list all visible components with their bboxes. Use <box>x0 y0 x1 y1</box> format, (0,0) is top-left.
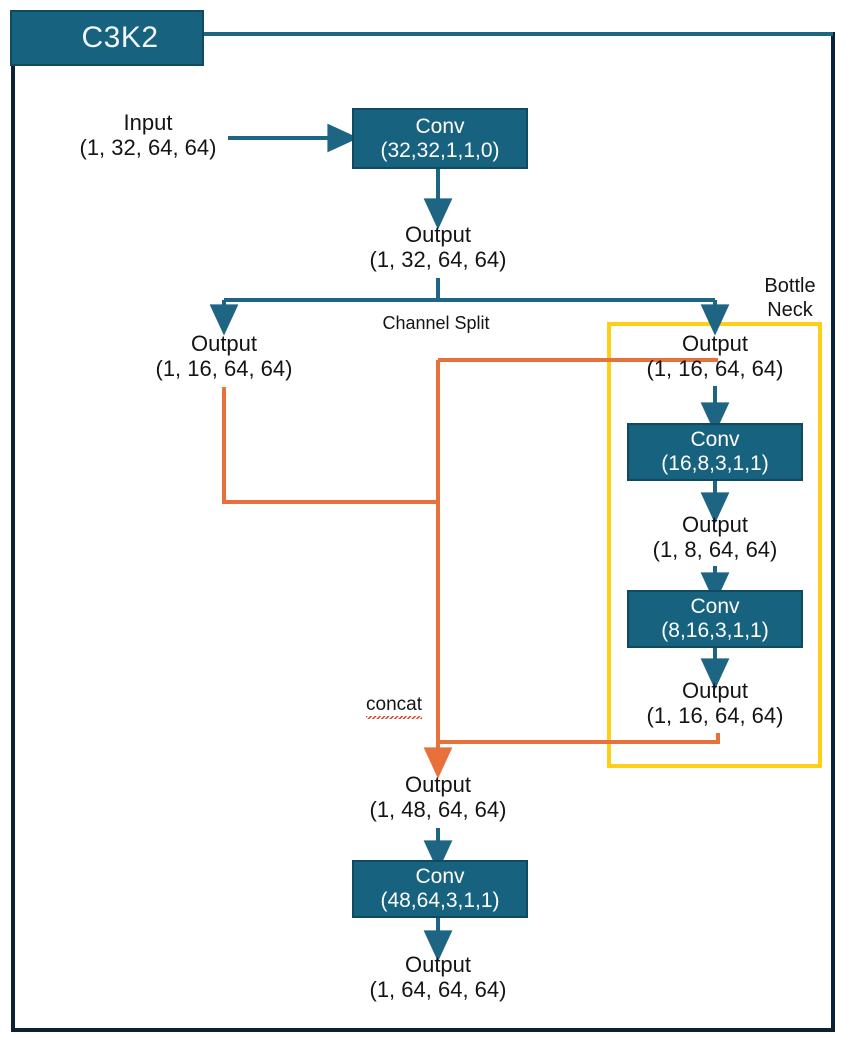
label-channel-split: Channel Split <box>382 313 490 333</box>
node-output-stem-shape: (1, 32, 64, 64) <box>369 247 507 273</box>
node-output-split-right-shape: (1, 16, 64, 64) <box>646 356 784 382</box>
label-bottleneck-line1: Bottle <box>764 275 816 297</box>
node-output-bottleneck-mid: Output (1, 8, 64, 64) <box>625 512 805 563</box>
node-conv-stem-params: (32,32,1,1,0) <box>380 138 500 162</box>
node-conv-stem-name: Conv <box>415 114 465 138</box>
diagram-title-block: C3K2 <box>10 10 204 66</box>
node-conv-bottleneck-1-params: (16,8,3,1,1) <box>661 452 769 475</box>
node-output-concat-shape: (1, 48, 64, 64) <box>369 797 507 823</box>
node-output-split-right-title: Output <box>681 331 749 356</box>
label-bottleneck-line2: Neck <box>767 299 813 321</box>
node-output-bottleneck-mid-title: Output <box>681 512 749 537</box>
node-output-bottleneck-out-title: Output <box>681 678 749 703</box>
node-input-title: Input <box>123 110 173 135</box>
node-input-shape: (1, 32, 64, 64) <box>79 135 217 161</box>
node-conv-bottleneck-1: Conv (16,8,3,1,1) <box>627 423 803 481</box>
node-output-final: Output (1, 64, 64, 64) <box>348 952 528 1003</box>
node-output-bottleneck-mid-shape: (1, 8, 64, 64) <box>652 537 778 563</box>
node-conv-stem: Conv (32,32,1,1,0) <box>352 108 528 169</box>
node-conv-final-name: Conv <box>415 865 465 889</box>
node-output-concat-title: Output <box>404 772 472 797</box>
node-output-split-left-title: Output <box>190 331 258 356</box>
node-output-final-shape: (1, 64, 64, 64) <box>369 977 507 1003</box>
node-output-split-left-shape: (1, 16, 64, 64) <box>155 356 293 382</box>
node-output-concat: Output (1, 48, 64, 64) <box>348 772 528 823</box>
node-output-bottleneck-out-shape: (1, 16, 64, 64) <box>646 703 784 729</box>
node-conv-bottleneck-2-params: (8,16,3,1,1) <box>661 619 769 642</box>
node-input: Input (1, 32, 64, 64) <box>58 110 238 161</box>
node-output-stem: Output (1, 32, 64, 64) <box>348 222 528 273</box>
node-conv-final: Conv (48,64,3,1,1) <box>352 860 528 918</box>
node-conv-final-params: (48,64,3,1,1) <box>380 889 500 912</box>
node-conv-bottleneck-1-name: Conv <box>690 428 740 452</box>
node-output-final-title: Output <box>404 952 472 977</box>
page-title: C3K2 <box>81 21 159 54</box>
node-conv-bottleneck-2-name: Conv <box>690 595 740 619</box>
node-conv-bottleneck-2: Conv (8,16,3,1,1) <box>627 590 803 648</box>
node-output-split-left: Output (1, 16, 64, 64) <box>134 331 314 382</box>
node-output-stem-title: Output <box>404 222 472 247</box>
node-output-bottleneck-out: Output (1, 16, 64, 64) <box>625 678 805 729</box>
label-concat: concat <box>366 694 422 719</box>
node-output-split-right: Output (1, 16, 64, 64) <box>625 331 805 382</box>
